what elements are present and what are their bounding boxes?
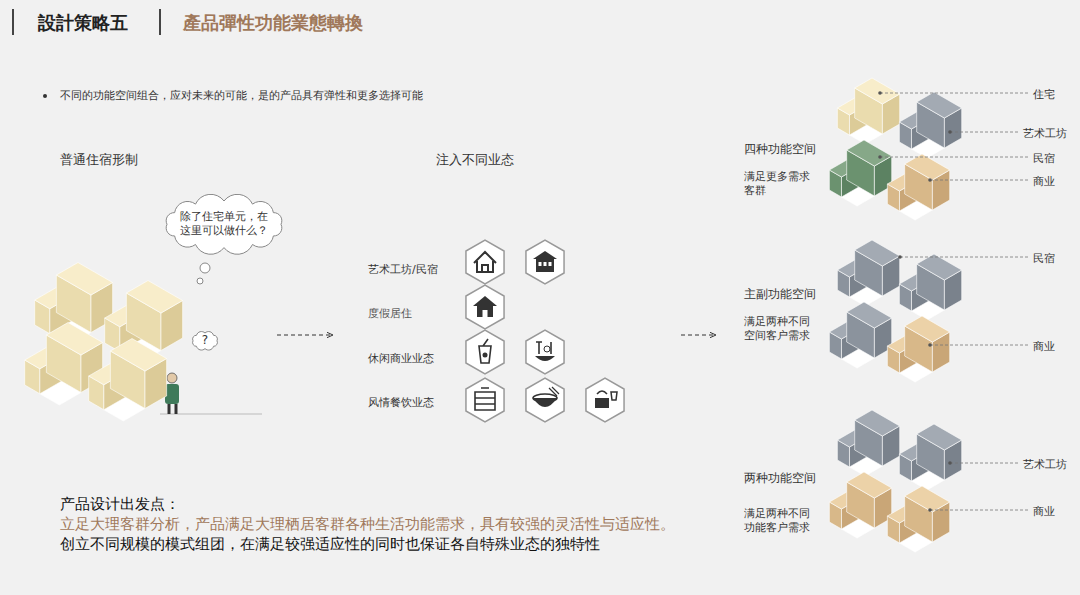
bubble-text: ? bbox=[186, 326, 224, 356]
header-bar bbox=[159, 9, 161, 35]
icon-set bbox=[466, 240, 624, 422]
flow-arrow bbox=[277, 335, 333, 336]
leader-line bbox=[950, 132, 1018, 133]
leader-dot bbox=[928, 178, 932, 182]
section-heading: 注入不同业态 bbox=[436, 152, 514, 169]
building bbox=[89, 339, 167, 422]
leader-line bbox=[950, 463, 1018, 464]
function-tag: 民宿 bbox=[1033, 252, 1055, 266]
leader-line bbox=[930, 180, 1028, 181]
leader-dot bbox=[928, 508, 932, 512]
leader-line bbox=[900, 257, 1028, 258]
building bbox=[887, 154, 949, 220]
subtitle: 產品彈性功能業態轉換 bbox=[183, 11, 363, 34]
building bbox=[837, 410, 899, 476]
building bbox=[887, 316, 949, 382]
category-label: 休闲商业业态 bbox=[368, 352, 434, 366]
group-heading: 四种功能空间 bbox=[744, 142, 816, 158]
leader-dot bbox=[948, 130, 952, 134]
leader-dot bbox=[898, 255, 902, 259]
business-icon bbox=[526, 330, 564, 374]
leader-line bbox=[880, 157, 1028, 158]
person bbox=[165, 373, 179, 414]
function-tag: 艺术工坊 bbox=[1023, 458, 1067, 472]
building bbox=[829, 302, 891, 368]
business-icon bbox=[466, 378, 504, 422]
business-icon bbox=[466, 285, 504, 329]
building bbox=[899, 254, 961, 320]
function-tag: 商业 bbox=[1033, 340, 1055, 354]
business-icon bbox=[586, 378, 624, 422]
flow-arrow bbox=[681, 335, 716, 336]
category-label: 度假居住 bbox=[368, 307, 412, 321]
leader-line bbox=[880, 93, 1028, 94]
function-tag: 民宿 bbox=[1033, 152, 1055, 166]
leader-dot bbox=[878, 91, 882, 95]
category-label: 艺术工坊/民宿 bbox=[368, 263, 438, 277]
building bbox=[837, 78, 899, 144]
leader-dot bbox=[928, 343, 932, 347]
leader-lines bbox=[878, 91, 1028, 512]
design-point: 创立不同规模的模式组团，在满足较强适应性的同时也保证各自特殊业态的独特性 bbox=[60, 535, 600, 555]
building bbox=[829, 472, 891, 538]
building bbox=[899, 92, 961, 158]
leader-dot bbox=[878, 155, 882, 159]
building bbox=[829, 140, 891, 206]
function-tag: 商业 bbox=[1033, 505, 1055, 519]
function-tag: 艺术工坊 bbox=[1023, 127, 1067, 141]
function-tag: 住宅 bbox=[1033, 88, 1055, 102]
section-heading: 普通住宿形制 bbox=[60, 152, 138, 169]
thought-bubble: 除了住宅单元，在这里可以做什么？ bbox=[160, 194, 288, 255]
leader-line bbox=[930, 510, 1028, 511]
building bbox=[887, 486, 949, 552]
design-point: 立足大理客群分析，产品满足大理栖居客群各种生活功能需求，具有较强的灵活性与适应性… bbox=[60, 515, 675, 535]
function-tag: 商业 bbox=[1033, 175, 1055, 189]
leader-line bbox=[930, 345, 1028, 346]
group-note: 满足两种不同功能客户需求 bbox=[744, 507, 816, 536]
thought-dots bbox=[197, 263, 210, 284]
group-heading: 主副功能空间 bbox=[744, 287, 816, 303]
note: 不同的功能空间组合，应对未来的可能，是的产品具有弹性和更多选择可能 bbox=[60, 89, 423, 103]
leader-dot bbox=[948, 461, 952, 465]
group-heading: 两种功能空间 bbox=[744, 471, 816, 487]
header-bar bbox=[12, 9, 14, 35]
group-note: 满足两种不同空间客户需求 bbox=[744, 315, 816, 344]
bullet-dot bbox=[43, 94, 47, 98]
business-icon bbox=[466, 330, 504, 374]
design-point-heading: 产品设计出发点： bbox=[60, 495, 180, 515]
building bbox=[899, 424, 961, 490]
building bbox=[837, 240, 899, 306]
business-icon bbox=[466, 240, 504, 284]
business-icon bbox=[526, 240, 564, 284]
building-clusters bbox=[25, 78, 962, 552]
page-title: 設計策略五 bbox=[38, 11, 128, 35]
business-icon bbox=[526, 378, 564, 422]
group-note: 满足更多需求客群 bbox=[744, 170, 816, 199]
category-label: 风情餐饮业态 bbox=[368, 396, 434, 410]
bubble-text: 除了住宅单元，在这里可以做什么？ bbox=[160, 194, 288, 255]
thought-bubble: ? bbox=[186, 326, 224, 356]
